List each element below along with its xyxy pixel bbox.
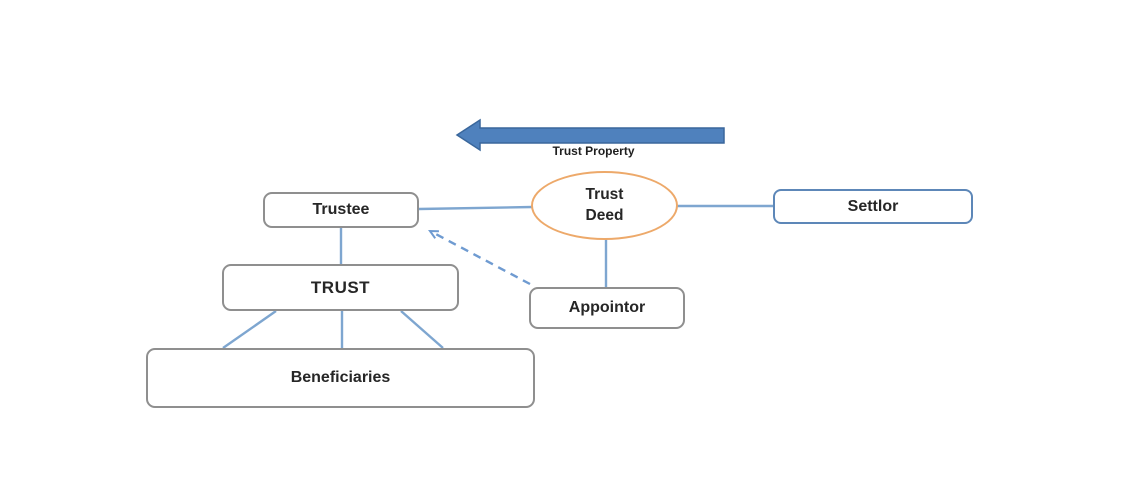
settlor-node: Settlor [773,189,973,224]
connector-trustee-trustdeed [418,205,533,211]
appointor-label: Appointor [568,299,646,316]
trust-label: TRUST [310,277,371,297]
beneficiaries-label: Beneficiaries [290,369,391,386]
beneficiaries-node: Beneficiaries [146,348,535,408]
trust-property-arrow [455,118,725,152]
appointor-node: Appointor [529,287,685,329]
settlor-label: Settlor [847,197,899,215]
dashed-arrow-appointor-trustee [428,229,531,286]
trust-deed-label-line1: Trust [585,186,624,204]
trust-deed-label-line2: Deed [585,206,624,224]
trustee-node: Trustee [263,192,419,228]
trustee-label: Trustee [312,201,370,218]
trust-node: TRUST [222,264,459,311]
trust-property-label: Trust Property [552,144,635,158]
connector-trust-beneficiaries-right [400,310,444,349]
trust-deed-ellipse: Trust Deed [531,171,678,240]
connector-trust-beneficiaries-left [222,310,277,349]
